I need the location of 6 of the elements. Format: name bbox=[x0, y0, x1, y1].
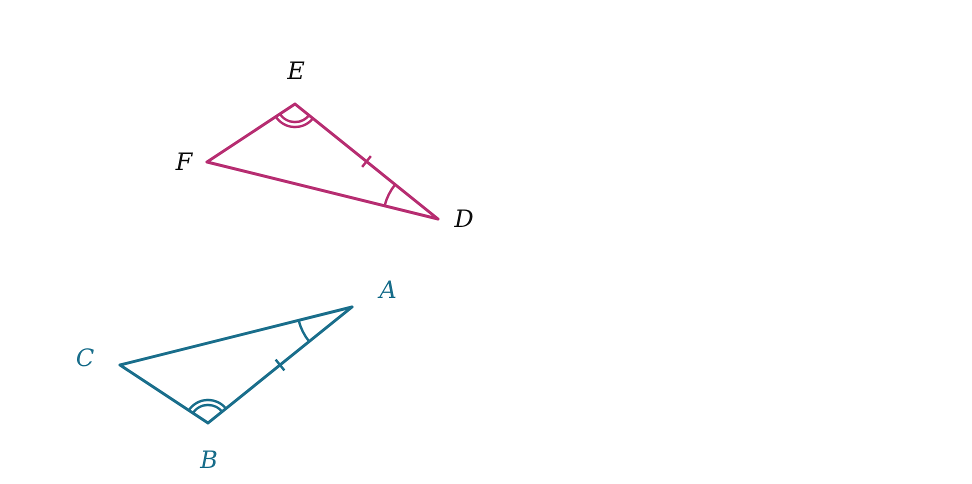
vertex-label: F bbox=[176, 150, 192, 174]
vertex-label: C bbox=[76, 346, 94, 370]
vertex-label: D bbox=[454, 207, 474, 231]
vertex-label: E bbox=[287, 59, 305, 83]
vertex-label: B bbox=[200, 448, 218, 472]
vertex-label: A bbox=[379, 278, 397, 302]
